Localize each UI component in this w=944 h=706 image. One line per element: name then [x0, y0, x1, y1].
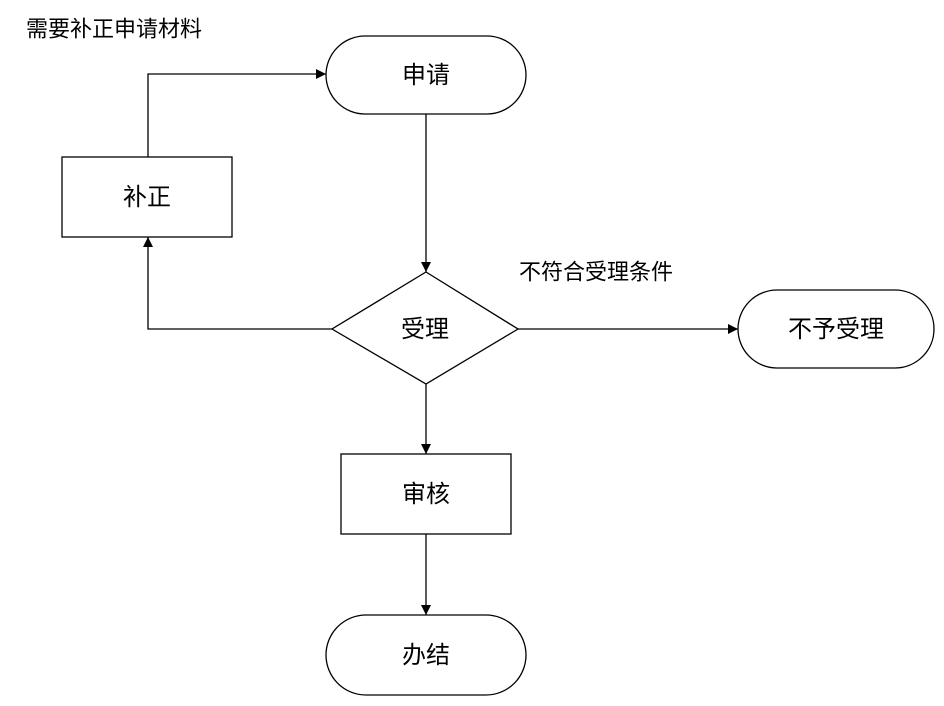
node-review-label: 审核 — [402, 480, 450, 508]
node-done-label: 办结 — [402, 641, 450, 669]
node-correct: 补正 — [61, 156, 233, 238]
node-correct-label: 补正 — [123, 183, 171, 211]
node-reject-label: 不予受理 — [788, 315, 884, 343]
edge-label-need-correction: 需要补正申请材料 — [26, 18, 202, 43]
edge-correct-to-apply — [147, 69, 326, 157]
node-apply-label: 申请 — [402, 61, 450, 89]
node-accept-label: 受理 — [401, 315, 449, 343]
edge-label-not-eligible: 不符合受理条件 — [519, 261, 673, 286]
node-apply: 申请 — [325, 35, 527, 115]
node-reject: 不予受理 — [737, 289, 935, 369]
edge-accept-to-correct — [143, 237, 332, 330]
node-accept: 受理 — [330, 271, 520, 385]
node-done: 办结 — [325, 614, 527, 696]
node-review: 审核 — [340, 453, 512, 535]
